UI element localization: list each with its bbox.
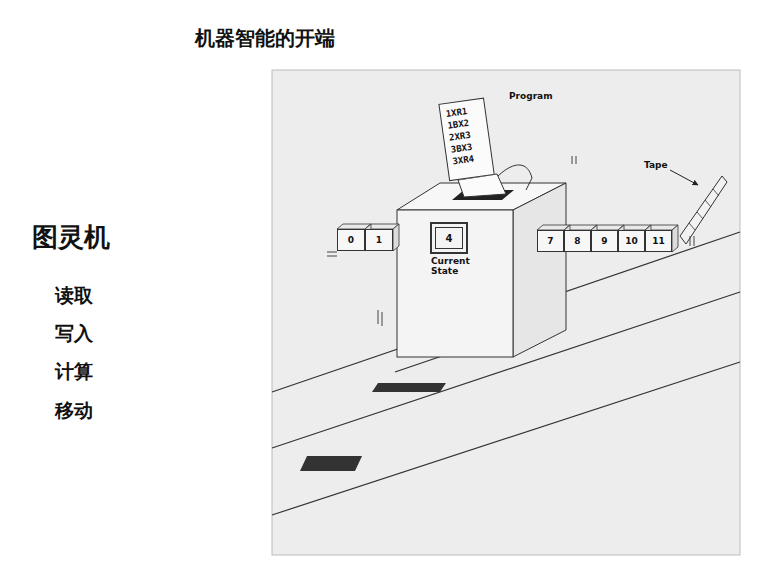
box-caption: Current State [431,256,477,276]
machine-front [397,210,513,357]
box-text: 7 [547,236,553,246]
tape-strip-cells [689,189,719,230]
motion-marks [327,156,694,326]
slide-title: 机器智能的开端 [195,25,335,52]
tape-cell: 11 [645,230,672,252]
cell-side [672,225,678,252]
tape-cell: 0 [337,229,365,251]
state-display: 4Current State [430,222,468,254]
tape-pointer [670,170,698,185]
step-item: 读取 [55,283,93,309]
step-item: 计算 [55,359,93,385]
step-item: 移动 [55,398,93,424]
step-item: 写入 [55,321,93,347]
tape-cell: 8 [564,230,591,252]
illustration-frame [272,70,740,555]
part-label: Tape [644,160,668,170]
box-text: 4 [446,233,453,244]
cell-side [393,224,399,251]
tape-cell: 1 [365,229,393,251]
paper-curl [498,165,532,190]
box-text: 8 [574,236,580,246]
box-text: 0 [348,235,354,245]
tape-mark [372,383,446,392]
box-text: 11 [652,236,665,246]
topic-heading: 图灵机 [32,220,110,255]
tape-mark [300,456,362,471]
part-label: Program [509,91,553,101]
tape-cell: 10 [618,230,645,252]
box-text: 1 [376,235,382,245]
tape-strip [680,176,727,244]
cell-depth [337,224,678,252]
box-text: 10 [625,236,638,246]
tape-cell: 9 [591,230,618,252]
box-text: 1XR1 1BX2 2XR3 3BX3 3XR4 [445,103,487,167]
box-text: 9 [601,236,607,246]
machine-side [513,183,566,357]
tape-cell: 7 [537,230,564,252]
